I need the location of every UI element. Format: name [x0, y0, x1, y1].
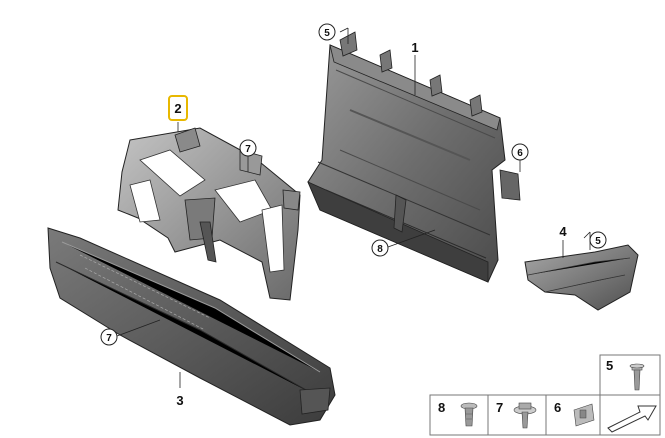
legend-num-6: 6 [554, 400, 561, 415]
callout-1: 1 [411, 40, 418, 55]
part-front-frame [117, 127, 301, 301]
callout-7a: 7 [245, 144, 251, 155]
direction-arrow-icon [607, 405, 657, 433]
callout-6: 6 [517, 148, 523, 159]
callout-3: 3 [176, 393, 183, 408]
part-small-duct [524, 244, 639, 311]
clip-nut-icon [573, 403, 595, 427]
callout-5b: 5 [595, 236, 601, 247]
callout-2-highlight: 2 [168, 95, 188, 121]
callout-8-circle: 8 [371, 239, 389, 257]
part-air-duct [307, 31, 521, 283]
callout-7a-circle: 7 [239, 139, 257, 157]
part-bottom-bar [47, 227, 336, 426]
fastener-legend: 5 8 7 6 [429, 354, 661, 436]
legend-num-7: 7 [496, 400, 503, 415]
callout-5b-circle: 5 [589, 231, 607, 249]
flange-screw-icon [513, 402, 537, 429]
legend-num-8: 8 [438, 400, 445, 415]
leader-lines [116, 27, 591, 388]
callout-8: 8 [377, 244, 383, 255]
legend-num-5: 5 [606, 358, 613, 373]
callout-5a: 5 [324, 28, 330, 39]
callout-5a-circle: 5 [318, 23, 336, 41]
expanding-rivet-icon [629, 363, 645, 391]
callout-2: 2 [174, 101, 181, 116]
callout-6-circle: 6 [511, 143, 529, 161]
callout-7b: 7 [106, 333, 112, 344]
push-rivet-icon [460, 402, 478, 427]
callout-4: 4 [559, 224, 567, 239]
callout-7b-circle: 7 [100, 328, 118, 346]
